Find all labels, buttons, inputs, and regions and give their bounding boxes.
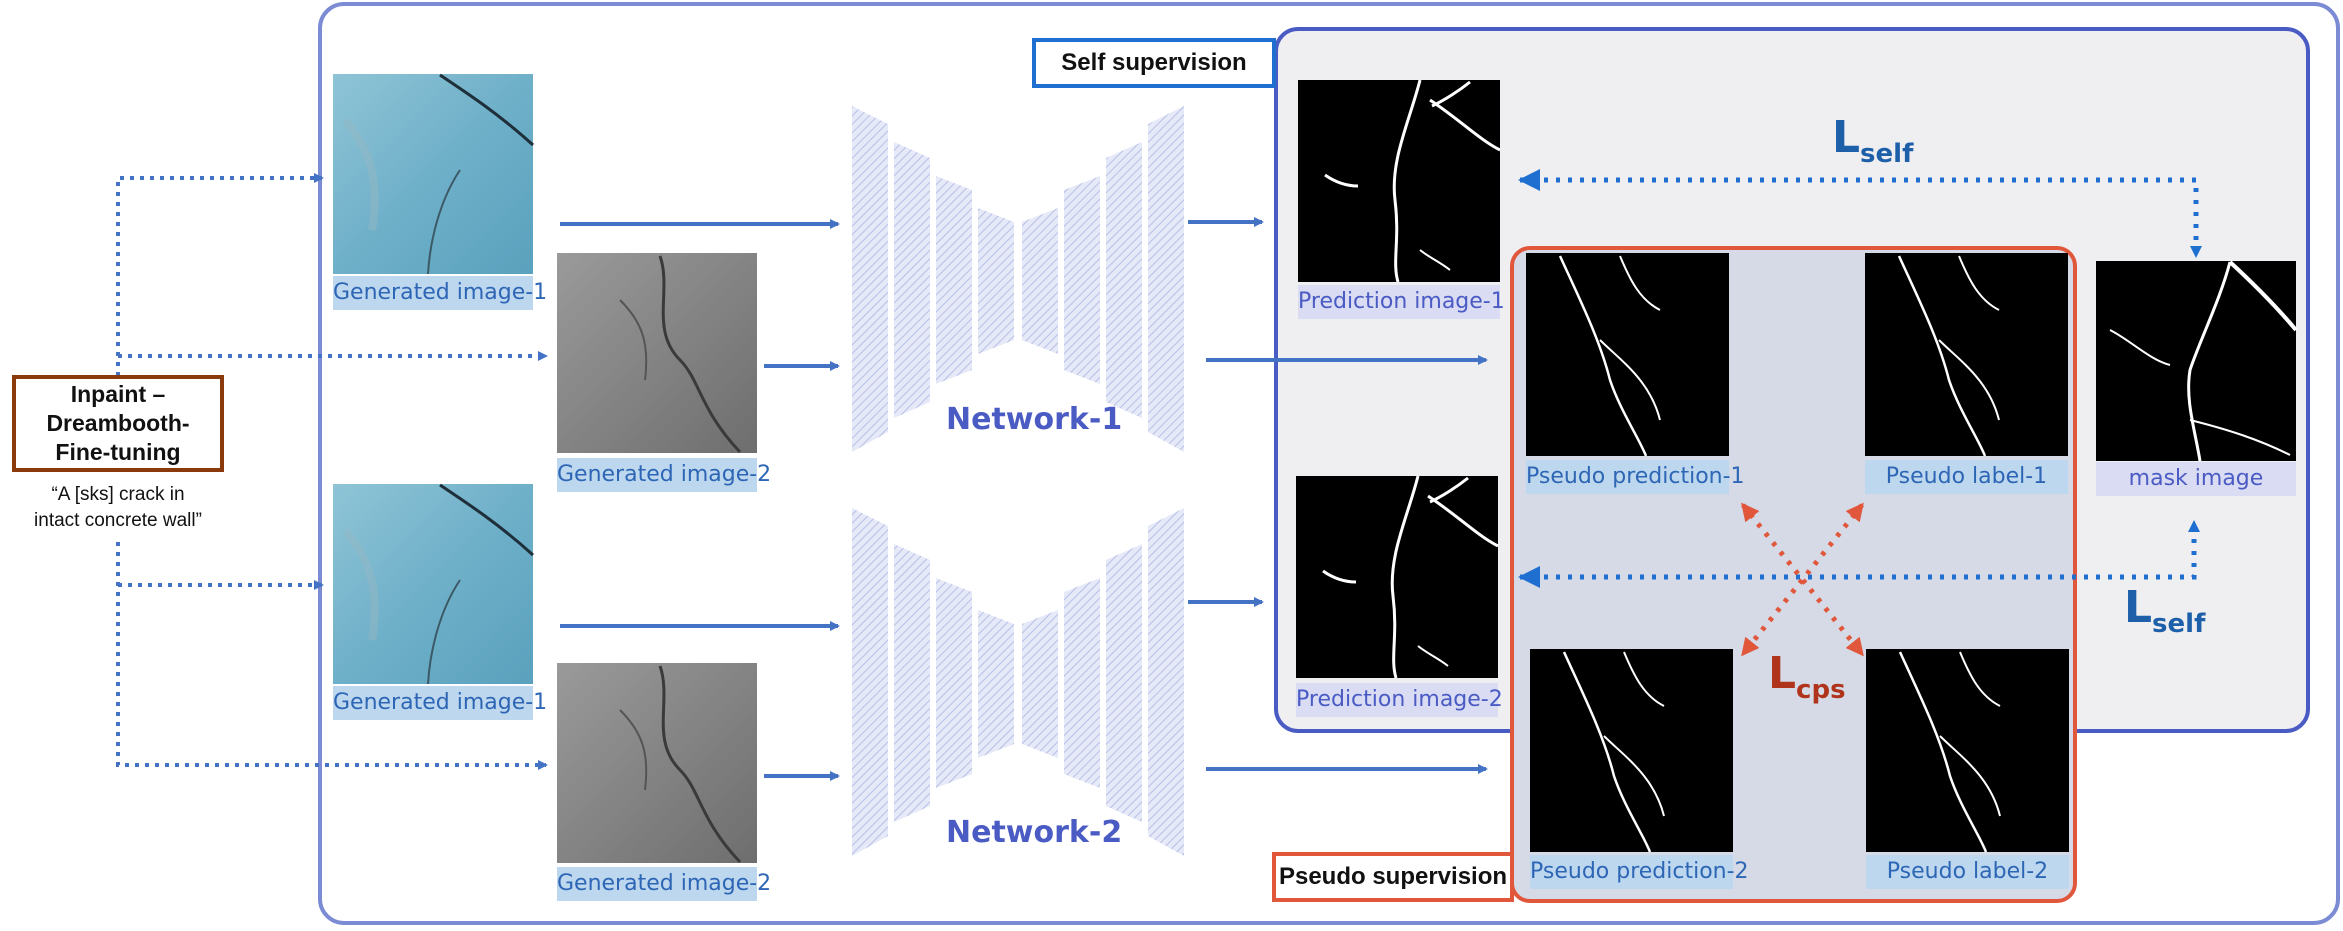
pseudo-label-1-image xyxy=(1865,253,2068,457)
pseudo-label-1-caption: Pseudo label-1 xyxy=(1865,460,2068,494)
pseudo-label-2-image xyxy=(1866,649,2069,853)
flow-arrows xyxy=(560,217,1488,781)
mask-image-caption: mask image xyxy=(2096,462,2296,496)
pseudo-prediction-2-image xyxy=(1530,649,1733,853)
self-loss-label-top: Lself xyxy=(1832,112,1913,169)
self-loss-symbol: L xyxy=(1832,112,1861,163)
prompt-text: “A [sks] crack in intact concrete wall” xyxy=(8,482,228,534)
mask-image xyxy=(2096,260,2298,462)
cps-arrows xyxy=(1741,502,1864,657)
pseudo-supervision-title: Pseudo supervision xyxy=(1276,857,1510,897)
generated-image-2-bottom xyxy=(557,663,757,864)
generated-image-1-bottom xyxy=(333,483,535,685)
inpaint-box xyxy=(12,375,224,472)
generated-image-1-bottom-caption: Generated image-1 xyxy=(333,686,547,720)
self-loss-label-bottom: Lself xyxy=(2124,582,2205,639)
generated-image-2-bottom-caption: Generated image-2 xyxy=(557,867,771,901)
network-2-label: Network-2 xyxy=(946,815,1123,850)
cps-loss-label: Lcps xyxy=(1768,648,1846,705)
network-2-shape xyxy=(852,508,1184,856)
network-1-shape xyxy=(852,106,1184,452)
prediction-image-1-caption: Prediction image-1 xyxy=(1298,285,1505,319)
self-loss-arrows xyxy=(1518,169,2202,588)
pseudo-prediction-2-caption: Pseudo prediction-2 xyxy=(1530,855,1749,889)
pseudo-prediction-1-caption: Pseudo prediction-1 xyxy=(1526,460,1745,494)
self-loss-subscript: self xyxy=(1860,139,1914,169)
generated-image-1-top xyxy=(333,73,535,275)
input-dotted-arrows xyxy=(116,173,548,770)
self-loss-symbol: L xyxy=(2124,582,2153,633)
cps-loss-symbol: L xyxy=(1768,648,1797,699)
pseudo-label-2-caption: Pseudo label-2 xyxy=(1866,855,2069,889)
generated-image-1-top-caption: Generated image-1 xyxy=(333,276,547,310)
prediction-image-1 xyxy=(1298,79,1501,283)
prediction-image-2 xyxy=(1296,475,1499,679)
network-1-label: Network-1 xyxy=(946,402,1123,437)
prompt-line-1: “A [sks] crack in xyxy=(51,484,185,505)
cps-loss-subscript: cps xyxy=(1796,675,1846,705)
self-supervision-title: Self supervision xyxy=(1036,43,1272,83)
generated-image-2-top-caption: Generated image-2 xyxy=(557,458,771,492)
inpaint-line-2: Dreambooth- xyxy=(46,410,190,436)
prediction-image-2-caption: Prediction image-2 xyxy=(1296,683,1503,717)
inpaint-line-3: Fine-tuning xyxy=(55,439,181,465)
self-loss-subscript: self xyxy=(2152,609,2206,639)
inpaint-box-label: Inpaint – Dreambooth- Fine-tuning xyxy=(14,380,222,467)
generated-image-2-top xyxy=(557,253,757,454)
inpaint-line-1: Inpaint – xyxy=(70,381,166,407)
pseudo-prediction-1-image xyxy=(1526,253,1729,457)
prompt-line-2: intact concrete wall” xyxy=(34,510,202,531)
